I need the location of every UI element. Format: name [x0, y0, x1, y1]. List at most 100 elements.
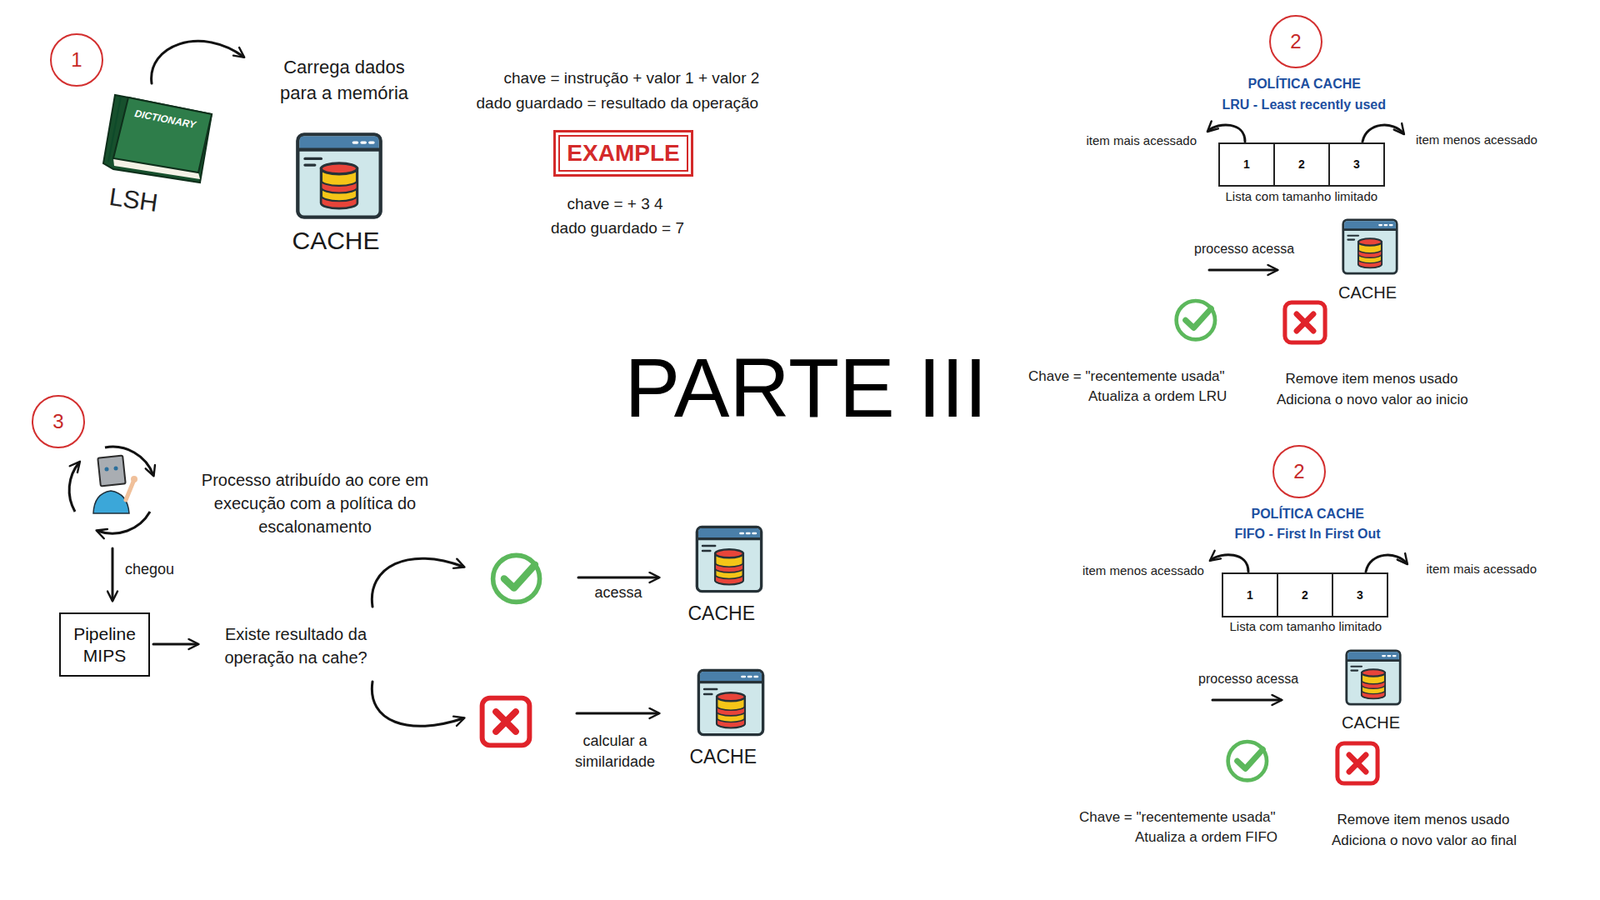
figure-body	[93, 490, 130, 514]
figure-eye	[105, 467, 110, 472]
arrow-label: processo acessa	[1194, 240, 1295, 257]
example-text: chave = + 3 4	[567, 195, 664, 215]
list-end-label: item mais acessado	[1086, 133, 1198, 149]
node-text: 2	[1301, 588, 1309, 603]
book-cover	[113, 97, 212, 173]
cache-icon	[698, 670, 763, 735]
node-text: 2	[1298, 157, 1305, 172]
arrow	[1212, 699, 1281, 702]
curved-arrow	[1208, 125, 1245, 142]
arrows	[112, 40, 1407, 726]
cache-label: CACHE	[292, 225, 380, 256]
scheduler-figure	[69, 446, 154, 534]
list-cell: 2	[1273, 142, 1330, 187]
note-text: dado guardado = resultado da operação	[476, 94, 760, 114]
cross-icon	[482, 698, 530, 746]
curved-arrow	[151, 40, 244, 84]
arrow	[153, 643, 198, 646]
miss-text: Adiciona o novo valor ao inicio	[1276, 391, 1469, 409]
hit-text: Chave = "recentemente usada"	[1079, 809, 1276, 826]
arrow-label: acessa	[595, 584, 643, 603]
policy-name: FIFO - First In First Out	[1235, 525, 1381, 542]
hit-text: Chave = "recentemente usada"	[1028, 368, 1225, 385]
curved-arrow	[371, 558, 464, 607]
example-text: dado guardado = 7	[550, 219, 685, 239]
cache-icon	[696, 526, 761, 591]
arrow	[1209, 269, 1277, 272]
cache-icon	[1346, 650, 1400, 705]
page-title: PARTE III	[625, 341, 988, 434]
hit-text: Atualiza a ordem FIFO	[1135, 829, 1278, 846]
figure-eye	[114, 466, 119, 471]
list-end-label: item menos acessado	[1415, 132, 1538, 148]
node-text: EXAMPLE	[566, 139, 680, 168]
dictionary-book	[103, 95, 212, 183]
list-cell: 3	[1331, 572, 1389, 618]
step-text: Carrega dados para a memória	[269, 55, 420, 107]
node-text: Pipeline MIPS	[67, 623, 142, 665]
curved-arrow	[1210, 555, 1249, 572]
cache-icon	[1343, 220, 1397, 274]
arrow	[111, 548, 115, 600]
arrow	[576, 712, 659, 715]
figure-hand	[130, 475, 138, 483]
cache-icon	[297, 134, 380, 217]
node-text: 1	[1246, 588, 1254, 603]
list-end-label: item menos acessado	[1082, 563, 1205, 579]
miss-text: Remove item menos usado	[1285, 370, 1459, 388]
arrow-label: calcular a similaridade	[552, 730, 678, 773]
cache-label: CACHE	[1341, 712, 1400, 733]
policy-heading: POLÍTICA CACHE	[1251, 505, 1365, 522]
list-cell: 3	[1328, 142, 1385, 187]
callout-number: 2	[1272, 445, 1326, 499]
callout-number: 2	[1269, 15, 1323, 69]
example-stamp: EXAMPLE	[553, 130, 694, 177]
callout-number: 3	[31, 395, 85, 449]
arrow	[578, 576, 659, 580]
curved-arrow	[1362, 125, 1404, 142]
figure-arm	[125, 481, 134, 500]
list-cell: 1	[1221, 572, 1279, 618]
node-text: 2	[1290, 30, 1301, 55]
cross-icon	[1337, 743, 1378, 784]
policy-heading: POLÍTICA CACHE	[1248, 75, 1361, 92]
callout-number: 1	[50, 33, 104, 87]
cache-label: CACHE	[1338, 282, 1397, 303]
cycle-arrow	[69, 462, 80, 512]
policy-name: LRU - Least recently used	[1222, 96, 1387, 113]
curved-arrow	[371, 681, 464, 726]
arrow-label: chegou	[125, 560, 175, 580]
cycle-arrow	[97, 511, 150, 534]
node-text: 3	[1356, 588, 1364, 603]
step-text: Processo atribuído ao core em execução c…	[194, 468, 436, 539]
book-back	[103, 95, 212, 183]
note-text: chave = instrução + valor 1 + valor 2	[504, 69, 760, 89]
check-icon	[1176, 300, 1215, 340]
node-text: 1	[1243, 157, 1250, 172]
list-caption: Lista com tamanho limitado	[1230, 619, 1383, 635]
process-box: Pipeline MIPS	[59, 612, 150, 677]
node-text: 2	[1293, 460, 1305, 485]
check-icon	[1228, 741, 1267, 780]
list-cell: 2	[1276, 572, 1334, 618]
cache-label: CACHE	[690, 745, 758, 770]
check-icon	[493, 555, 540, 602]
list-caption: Lista com tamanho limitado	[1225, 189, 1379, 205]
arrow-label: processo acessa	[1198, 670, 1299, 687]
cache-label: CACHE	[688, 602, 756, 626]
cross-icon	[1285, 302, 1325, 343]
node-text: 3	[1353, 157, 1360, 172]
miss-text: Adiciona o novo valor ao final	[1331, 832, 1517, 850]
book-spine	[108, 96, 121, 162]
figure-head	[97, 455, 125, 487]
book-label: LSH	[107, 181, 160, 219]
miss-text: Remove item menos usado	[1337, 811, 1510, 829]
question-text: Existe resultado da operação na cahe?	[212, 622, 380, 670]
curved-arrow	[1365, 555, 1407, 572]
list-end-label: item mais acessado	[1426, 561, 1538, 577]
list-cell: 1	[1218, 142, 1275, 187]
hit-text: Atualiza a ordem LRU	[1088, 388, 1227, 405]
node-text: 1	[70, 48, 82, 73]
